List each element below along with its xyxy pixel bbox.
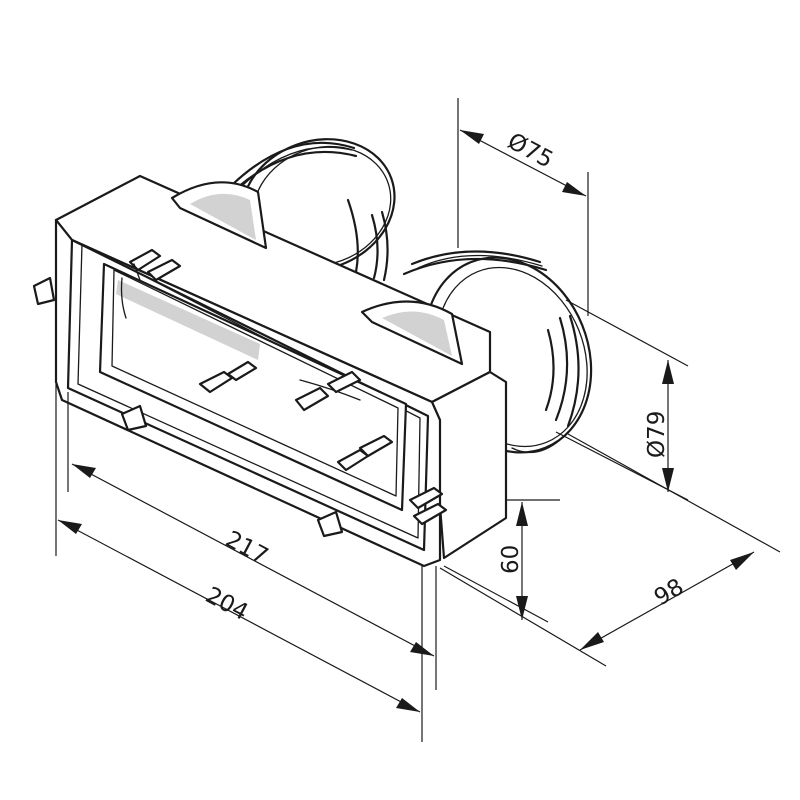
dimension-label-depth: 98 xyxy=(650,574,688,611)
locking-clips xyxy=(32,248,448,538)
dimension-label-outer-diameter: Ø79 xyxy=(644,411,670,458)
dimension-body-width: 204 xyxy=(55,384,423,742)
dimension-label-height: 60 xyxy=(498,545,524,574)
dimension-height: 60 xyxy=(443,499,560,623)
dimension-label-flange-width: 217 xyxy=(221,526,272,570)
adapter-body xyxy=(54,174,508,568)
